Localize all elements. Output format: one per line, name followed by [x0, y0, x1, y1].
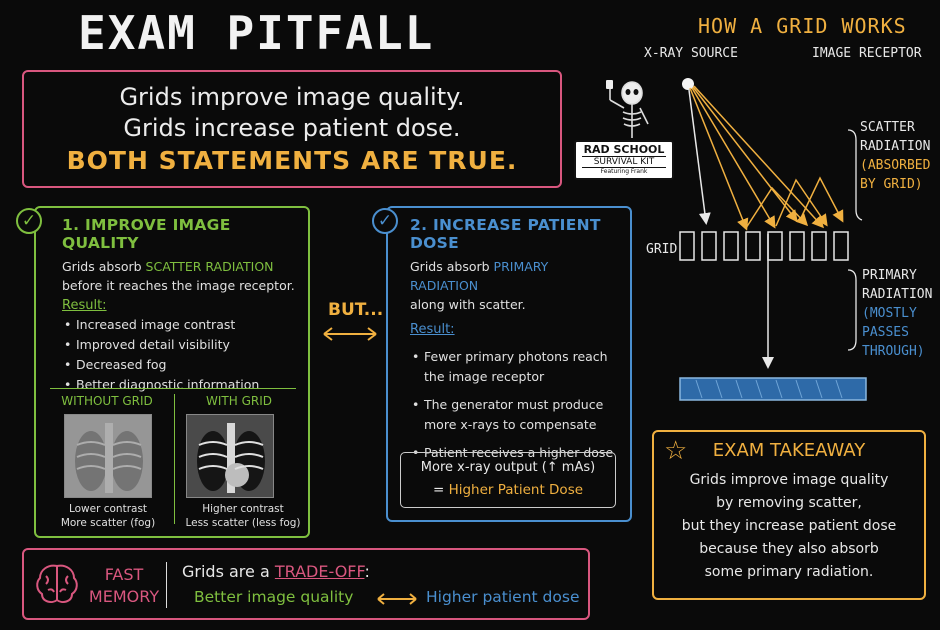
formula-line-2: Higher Patient Dose [448, 482, 584, 498]
scatter-label-1: SCATTER [860, 120, 915, 135]
list-item: Fewer primary photons reach the image re… [412, 347, 620, 387]
higher-dose-label: Higher patient dose [426, 588, 580, 606]
xray-with-grid [186, 414, 274, 498]
image-quality-card: 1. IMPROVE IMAGE QUALITY Grids absorb SC… [34, 206, 310, 538]
statement-line-2: Grids increase patient dose. [123, 114, 461, 142]
list-item: Improved detail visibility [64, 335, 298, 355]
kit-line-3: Featuring Frank [600, 168, 648, 175]
list-item: Better diagnostic information [64, 375, 298, 395]
quality-heading: 1. IMPROVE IMAGE QUALITY [62, 216, 231, 252]
takeaway-line-3: but they increase patient dose [681, 518, 897, 534]
kit-line-2: SURVIVAL KIT [582, 156, 666, 168]
exam-takeaway-box: ☆ EXAM TAKEAWAY Grids improve image qual… [652, 430, 926, 600]
list-item: Increased image contrast [64, 315, 298, 335]
dose-desc-highlight: PRIMARY RADIATION [410, 259, 549, 293]
fast-memory-text-after: : [364, 562, 370, 581]
list-item: Decreased fog [64, 355, 298, 375]
quality-desc-after: before it reaches the image receptor. [62, 278, 295, 293]
image-receptor-label: IMAGE RECEPTOR [812, 46, 922, 61]
quality-desc-before: Grids absorb [62, 259, 146, 274]
fast-memory-box: FAST MEMORY Grids are a TRADE-OFF: Bette… [22, 548, 590, 620]
better-quality-label: Better image quality [194, 588, 354, 606]
quality-result-label: Result: [62, 298, 107, 313]
xray-source-label: X-RAY SOURCE [644, 46, 738, 61]
check-icon: ✓ [16, 208, 42, 234]
dose-result-label: Result: [410, 322, 455, 337]
image-receptor-icon [679, 377, 867, 401]
brain-icon [36, 564, 78, 603]
dose-heading: 2. INCREASE PATIENT DOSE [410, 216, 601, 252]
with-grid-caption-1: Higher contrast [202, 503, 284, 515]
primary-label-4: PASSES [862, 325, 909, 340]
dose-results-list: Fewer primary photons reach the image re… [410, 347, 620, 463]
without-grid-caption-1: Lower contrast [68, 503, 148, 515]
receptor-hatch [695, 379, 843, 399]
check-icon: ✓ [372, 208, 398, 234]
statements-box: Grids improve image quality. Grids incre… [22, 70, 562, 188]
grid-diagram-title: HOW A GRID WORKS [698, 14, 907, 38]
grid-diagram [679, 78, 867, 401]
survival-kit-badge: RAD SCHOOL SURVIVAL KIT Featuring Frank [574, 140, 674, 180]
primary-label-1: PRIMARY [862, 268, 917, 283]
list-item: The generator must produce more x-rays t… [412, 395, 620, 435]
tradeoff-label: TRADE-OFF [274, 562, 365, 581]
quality-desc-highlight: SCATTER RADIATION [145, 259, 274, 274]
fast-memory-text-before: Grids are a [182, 562, 275, 581]
skeleton-mascot-icon [606, 80, 649, 138]
takeaway-title: EXAM TAKEAWAY [712, 440, 866, 461]
quality-results-list: Increased image contrast Improved detail… [62, 315, 298, 395]
patient-dose-card: 2. INCREASE PATIENT DOSE Grids absorb PR… [386, 206, 632, 522]
scatter-label-2: RADIATION [860, 139, 931, 154]
dose-desc-after: along with scatter. [410, 297, 526, 312]
double-arrow-icon [323, 327, 377, 341]
page-title: EXAM PITFALL [78, 6, 435, 60]
primary-ray [688, 89, 711, 225]
with-grid-label: WITH GRID [206, 394, 272, 408]
divider [174, 394, 175, 524]
with-grid-caption-2: Less scatter (less fog) [185, 517, 301, 529]
takeaway-line-1: Grids improve image quality [689, 472, 889, 488]
fast-memory-label-1: FAST [104, 565, 144, 584]
formula-equals: = [432, 482, 449, 498]
double-arrow-icon [377, 593, 417, 605]
scatter-rays [689, 85, 844, 231]
xray-source-icon [682, 78, 694, 90]
primary-label-2: RADIATION [862, 287, 933, 302]
dose-desc-before: Grids absorb [410, 259, 494, 274]
divider [166, 562, 167, 608]
primary-label-5: THROUGH) [862, 344, 925, 359]
scatter-label-4: BY GRID) [860, 177, 923, 192]
grid-label: GRID [646, 242, 678, 257]
takeaway-line-5: some primary radiation. [704, 564, 874, 580]
divider [50, 388, 296, 389]
formula-line-1: More x-ray output (↑ mAs) [420, 460, 596, 475]
without-grid-caption-2: More scatter (fog) [60, 517, 156, 529]
without-grid-label: WITHOUT GRID [61, 394, 153, 408]
statement-line-1: Grids improve image quality. [119, 83, 465, 111]
but-label: BUT... [328, 300, 384, 320]
grid-strips [679, 231, 849, 261]
xray-without-grid [64, 414, 152, 498]
star-icon: ☆ [664, 436, 688, 466]
scatter-label-3: (ABSORBED [860, 158, 931, 173]
kit-line-1: RAD SCHOOL [583, 143, 665, 156]
primary-label-3: (MOSTLY [862, 306, 917, 321]
takeaway-line-2: by removing scatter, [716, 495, 862, 511]
takeaway-line-4: because they also absorb [699, 541, 879, 557]
fast-memory-label-2: MEMORY [88, 587, 160, 606]
dose-formula-box: More x-ray output (↑ mAs) = Higher Patie… [400, 452, 616, 508]
statement-truth: BOTH STATEMENTS ARE TRUE. [66, 146, 518, 175]
